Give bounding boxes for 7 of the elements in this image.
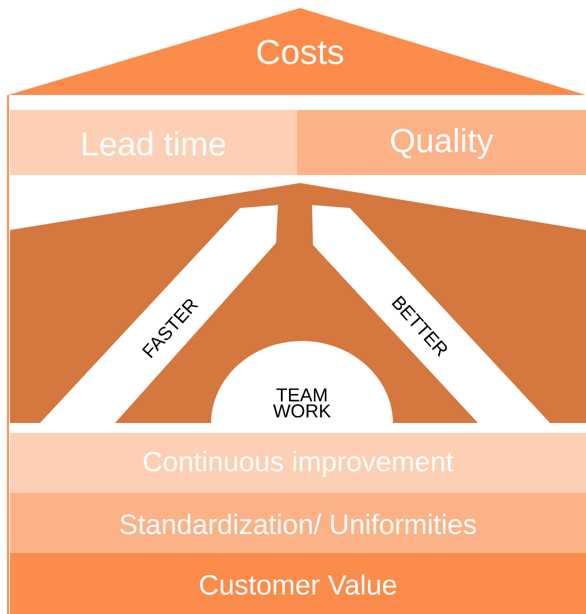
node-label: Customer Value: [200, 574, 396, 595]
roof-triangle: Costs: [8, 8, 586, 95]
foundation-band: Standardization/ Uniformities: [10, 493, 586, 553]
foundation-band: Customer Value: [10, 553, 586, 614]
foundation-band: Continuous improvement: [10, 433, 586, 493]
beam-box: Lead time: [10, 110, 297, 175]
beam-box: Quality: [297, 110, 586, 175]
